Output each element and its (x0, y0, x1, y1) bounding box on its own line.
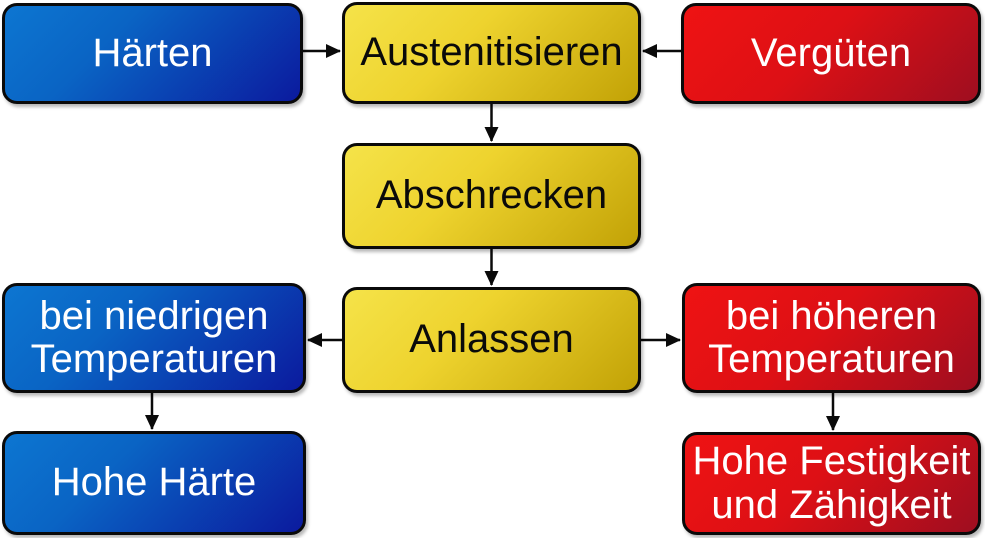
node-bei-hoeheren-temperaturen-label: bei höheren Temperaturen (708, 293, 955, 381)
node-verguenten: Vergüten (681, 3, 981, 104)
node-hohe-haerte: Hohe Härte (2, 431, 306, 535)
node-abschrecken: Abschrecken (342, 143, 641, 249)
node-bei-hoeheren-temperaturen: bei höheren Temperaturen (682, 283, 981, 393)
node-verguenten-label: Vergüten (750, 30, 912, 75)
node-bei-niedrigen-temperaturen-label: bei niedrigen Temperaturen (30, 293, 278, 381)
node-anlassen: Anlassen (342, 287, 641, 393)
node-hohe-festigkeit-und-zaehigkeit-label: Hohe Festigkeit und Zähigkeit (692, 439, 971, 527)
node-hohe-haerte-label: Hohe Härte (51, 460, 257, 505)
node-austenitisieren: Austenitisieren (342, 2, 641, 104)
node-austenitisieren-label: Austenitisieren (360, 30, 623, 75)
node-haerten-label: Härten (92, 30, 213, 75)
node-bei-niedrigen-temperaturen: bei niedrigen Temperaturen (2, 283, 306, 393)
node-hohe-festigkeit-und-zaehigkeit: Hohe Festigkeit und Zähigkeit (682, 432, 981, 535)
node-abschrecken-label: Abschrecken (375, 173, 608, 218)
node-anlassen-label: Anlassen (409, 317, 574, 362)
node-haerten: Härten (2, 3, 303, 104)
